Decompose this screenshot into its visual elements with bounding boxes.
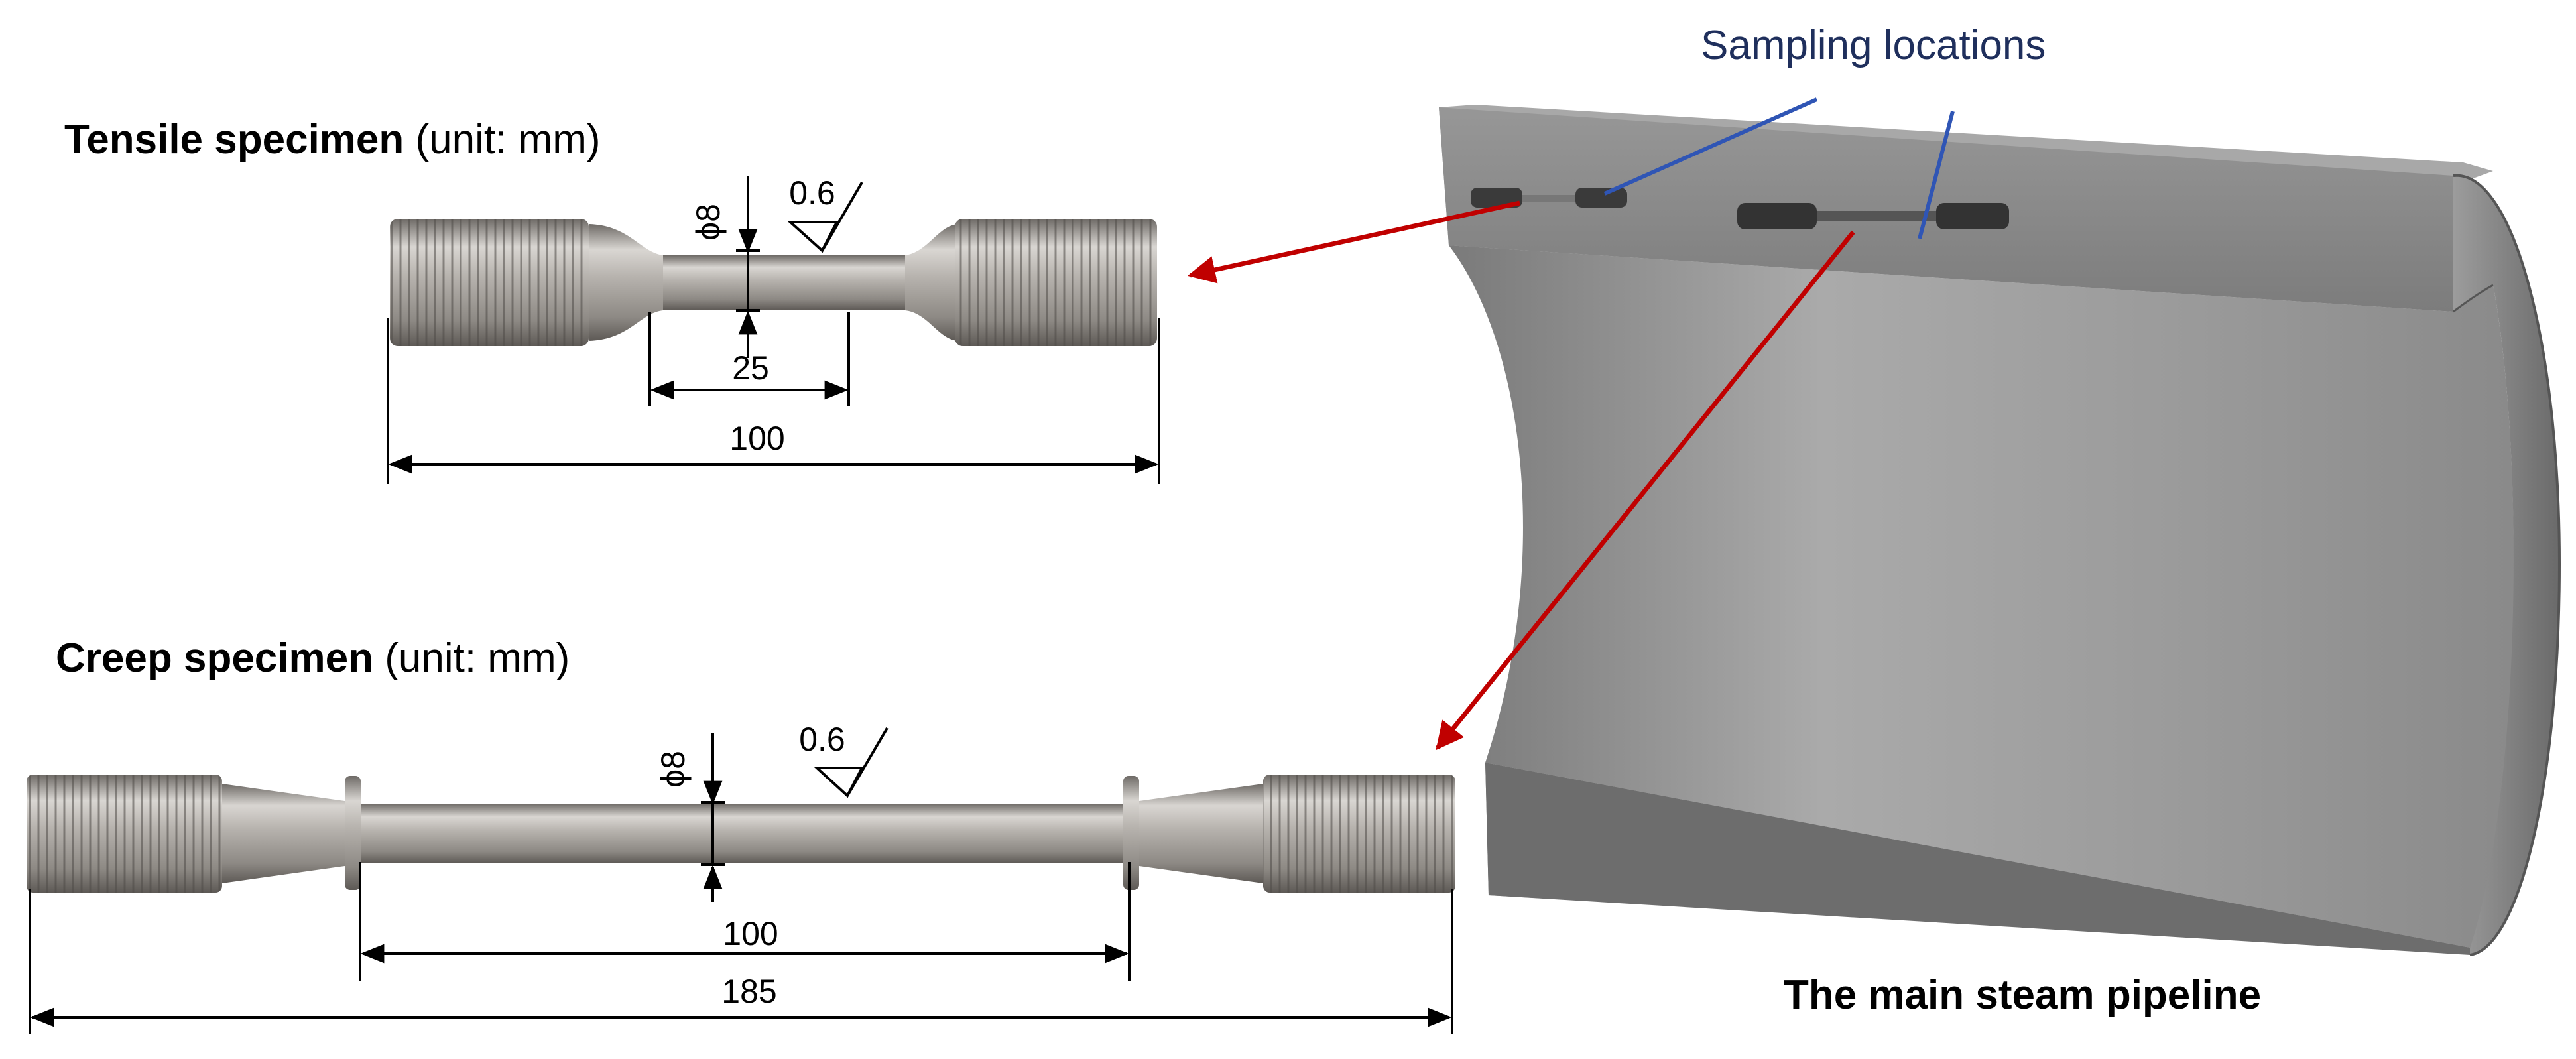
tensile-total-length-label: 100 <box>729 420 784 457</box>
pipe-end-face <box>2453 175 2559 956</box>
creep-left-collar <box>345 776 361 890</box>
tensile-right-fillet <box>905 224 958 341</box>
embedded-creep-specimen <box>1737 203 1817 229</box>
tensile-gauge-length-label: 25 <box>732 349 769 387</box>
tensile-left-fillet <box>589 224 663 341</box>
tensile-specimen-drawing <box>390 219 1157 346</box>
creep-unit-text: (unit: mm) <box>385 635 570 681</box>
creep-right-collar <box>1123 776 1139 890</box>
tensile-roughness-label: 0.6 <box>789 174 835 212</box>
tensile-unit-text: (unit: mm) <box>415 117 601 162</box>
creep-left-taper <box>222 784 345 883</box>
creep-title-text: Creep specimen <box>56 635 373 681</box>
creep-diameter-label: ϕ8 <box>654 751 692 788</box>
sampling-leader-lines <box>1603 97 1955 239</box>
leader-line-creep <box>1918 111 1955 239</box>
pipeline-title: The main steam pipeline <box>1784 972 2262 1018</box>
arrow-to-tensile <box>1187 200 1520 284</box>
arrow-to-creep <box>1436 230 1855 751</box>
creep-dimensions <box>29 727 1453 1034</box>
steam-pipeline-drawing <box>1439 105 2561 956</box>
creep-specimen-title: Creep specimen (unit: mm) <box>56 638 570 679</box>
embedded-tensile-specimen <box>1471 188 1522 208</box>
sampling-arrows <box>1187 200 1855 751</box>
creep-gauge-length-label: 100 <box>723 915 778 952</box>
creep-specimen-drawing <box>27 775 1455 893</box>
creep-right-taper <box>1139 784 1263 883</box>
tensile-dimensions <box>387 176 1160 484</box>
pipe-bottom-edge <box>1485 763 2473 955</box>
creep-roughness-label: 0.6 <box>799 721 845 758</box>
tensile-specimen-title: Tensile specimen (unit: mm) <box>64 119 601 160</box>
pipe-inner-bore <box>1449 245 2514 948</box>
sampling-locations-label: Sampling locations <box>1701 23 2046 68</box>
tensile-diameter-label: ϕ8 <box>690 204 727 241</box>
pipe-outer-edge <box>2453 174 2561 956</box>
creep-gauge-section <box>361 804 1123 863</box>
creep-total-length-label: 185 <box>721 973 776 1010</box>
tensile-gauge-section <box>663 255 905 310</box>
tensile-title-text: Tensile specimen <box>64 117 404 162</box>
leader-line-tensile <box>1603 97 1818 196</box>
